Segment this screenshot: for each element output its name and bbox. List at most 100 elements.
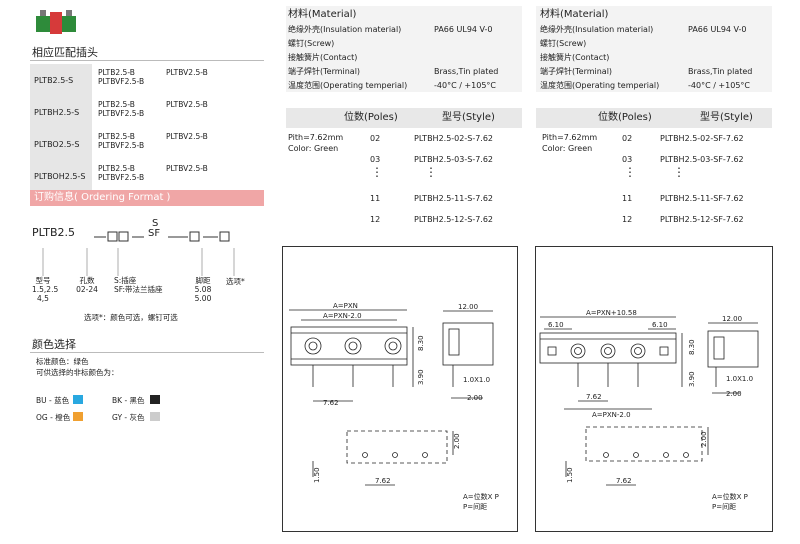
style-cell: PLTBH2.5-11-S-7.62 bbox=[414, 194, 494, 203]
dim-12: 12.00 bbox=[722, 315, 742, 323]
divider bbox=[30, 60, 264, 61]
swatch-orange bbox=[73, 412, 83, 421]
ordering-s: S bbox=[152, 218, 159, 229]
dim-a-pxn: A=PXN+10.58 bbox=[586, 309, 637, 317]
dim-200: 2.00 bbox=[726, 390, 742, 398]
pitch-label: Pith=7.62mm bbox=[542, 133, 598, 142]
plug-model-2: PLTBV2.5-B bbox=[166, 164, 208, 173]
dim-12: 12.00 bbox=[458, 303, 478, 311]
terminal-block-icon bbox=[36, 10, 76, 34]
technical-drawing: A=PXN A=PXN-2.0 12.00 8.30 3.90 1.0X1.0 … bbox=[289, 302, 499, 511]
style-cell: PLTBH2.5-12-S-7.62 bbox=[414, 215, 494, 224]
divider bbox=[30, 352, 264, 353]
swatch-gray bbox=[150, 412, 160, 421]
ordering-title: 订购信息( Ordering Format ) bbox=[30, 190, 264, 206]
style-cell: PLTBH2.5-02-S-7.62 bbox=[414, 134, 494, 143]
dim-200-b: 2.00 bbox=[700, 431, 708, 447]
poles-cell: 11 bbox=[370, 194, 381, 203]
ordering-format: PLTB2.5 S SF 型号 1.5,2.5 4,5 孔数 02-24 S:插… bbox=[32, 214, 266, 322]
dim-390: 3.90 bbox=[688, 371, 696, 387]
dim-150: 1.50 bbox=[566, 467, 574, 483]
technical-drawing: A=PXN+10.58 6.10 6.10 12.00 8.30 3.90 1.… bbox=[539, 309, 759, 511]
legend-1: A=位数X P bbox=[463, 492, 499, 501]
color-label: Color: Green bbox=[288, 144, 339, 153]
drawing-right: A=PXN+10.58 6.10 6.10 12.00 8.30 3.90 1.… bbox=[535, 246, 773, 532]
color-title: 颜色选择 bbox=[32, 338, 76, 351]
drawing-mid: A=PXN A=PXN-2.0 12.00 8.30 3.90 1.0X1.0 … bbox=[282, 246, 518, 532]
color-standard: 标准颜色：绿色 bbox=[36, 357, 89, 366]
legend-2: P=间距 bbox=[712, 503, 736, 511]
field-model: 型号 1.5,2.5 4,5 bbox=[32, 276, 59, 303]
ellipsis: ⋮ bbox=[624, 165, 636, 179]
dim-830: 8.30 bbox=[417, 335, 425, 351]
field-option: 选项* bbox=[226, 277, 245, 286]
plug-model-2: PLTBV2.5-B bbox=[166, 132, 208, 141]
style-cell: PLTBH2.5-03-S-7.62 bbox=[414, 155, 494, 164]
dim-762: 7.62 bbox=[586, 393, 602, 401]
style-cell: PLTBH2.5-12-SF-7.62 bbox=[660, 215, 744, 224]
material-block-right bbox=[536, 6, 772, 92]
dim-200-b: 2.00 bbox=[453, 433, 461, 449]
dim-830: 8.30 bbox=[688, 339, 696, 355]
color-label: Color: Green bbox=[542, 144, 593, 153]
dim-a-pxn2: A=PXN-2.0 bbox=[323, 312, 362, 320]
poles-cell: 11 bbox=[622, 194, 633, 203]
poles-cell: 03 bbox=[370, 155, 381, 164]
dim-10x10: 1.0X1.0 bbox=[463, 376, 490, 384]
dim-a-pxn: A=PXN bbox=[333, 302, 358, 310]
ellipsis: ⋮ bbox=[673, 165, 685, 179]
plug-model-2: PLTBV2.5-B bbox=[166, 68, 208, 77]
ordering-note: 选项*：颜色可选，螺钉可选 bbox=[84, 313, 178, 322]
dim-762-b: 7.62 bbox=[375, 477, 391, 485]
dim-10x10: 1.0X1.0 bbox=[726, 375, 753, 383]
poles-header: 位数(Poles) bbox=[598, 112, 652, 123]
poles-header: 位数(Poles) bbox=[344, 112, 398, 123]
legend-2: P=间距 bbox=[463, 503, 487, 511]
dim-150: 1.50 bbox=[313, 467, 321, 483]
swatch-blue bbox=[73, 395, 83, 404]
style-cell: PLTBH2.5-11-SF-7.62 bbox=[660, 194, 744, 203]
dim-610-b: 6.10 bbox=[652, 321, 668, 329]
field-poles: 孔数 02-24 bbox=[76, 276, 98, 294]
color-bk: BK - 黑色 bbox=[112, 396, 145, 405]
style-header: 型号(Style) bbox=[442, 112, 495, 123]
color-gy: GY - 灰色 bbox=[112, 413, 145, 422]
matching-title: 相应匹配插头 bbox=[32, 46, 98, 59]
ordering-leaders bbox=[42, 248, 235, 276]
dim-200: 2.00 bbox=[467, 394, 483, 402]
ordering-boxes bbox=[94, 231, 230, 242]
ordering-sf: SF bbox=[148, 228, 161, 239]
poles-table-header-mid: 位数(Poles) 型号(Style) bbox=[286, 108, 522, 128]
color-optional: 可供选择的非标颜色为： bbox=[36, 368, 119, 377]
ordering-prefix: PLTB2.5 bbox=[32, 226, 76, 239]
poles-cell: 12 bbox=[622, 215, 633, 224]
legend-1: A=位数X P bbox=[712, 492, 748, 501]
dim-a-pxn2: A=PXN-2.0 bbox=[592, 411, 631, 419]
color-bu: BU - 蓝色 bbox=[36, 396, 70, 405]
socket-code: PLTBO2.5-S bbox=[30, 128, 92, 160]
poles-cell: 12 bbox=[370, 215, 381, 224]
pitch-label: Pith=7.62mm bbox=[288, 133, 344, 142]
material-right: 材料(Material) 绝缘外壳(Insulation material) P… bbox=[540, 9, 753, 90]
color-og: OG - 橙色 bbox=[36, 413, 71, 422]
style-cell: PLTBH2.5-02-SF-7.62 bbox=[660, 134, 744, 143]
socket-code: PLTBOH2.5-S bbox=[30, 160, 92, 192]
socket-code: PLTBH2.5-S bbox=[30, 96, 92, 128]
dim-390: 3.90 bbox=[417, 369, 425, 385]
swatch-black bbox=[150, 395, 160, 404]
poles-cell: 02 bbox=[370, 134, 381, 143]
socket-code: PLTB2.5-S bbox=[30, 64, 92, 96]
material-block-mid bbox=[286, 6, 522, 92]
style-header: 型号(Style) bbox=[700, 112, 753, 123]
plug-model-2: PLTBV2.5-B bbox=[166, 100, 208, 109]
poles-table-header-right: 位数(Poles) 型号(Style) bbox=[536, 108, 772, 128]
ellipsis: ⋮ bbox=[425, 165, 437, 179]
dim-762-b: 7.62 bbox=[616, 477, 632, 485]
dim-762: 7.62 bbox=[323, 399, 339, 407]
